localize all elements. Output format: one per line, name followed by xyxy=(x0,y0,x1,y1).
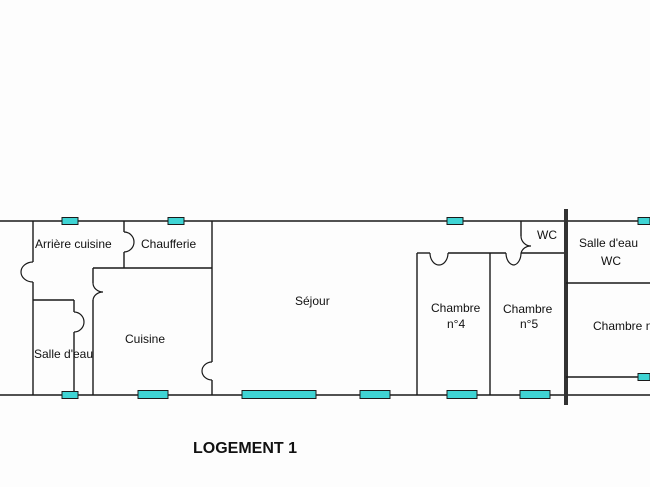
window-cuisine xyxy=(137,390,169,399)
label-chambre-5-line2: n°5 xyxy=(520,317,538,331)
plan-title: LOGEMENT 1 xyxy=(193,440,297,457)
room-labels: Arrière cuisine Chaufferie Séjour WC Sal… xyxy=(34,228,650,361)
label-cuisine: Cuisine xyxy=(125,332,165,346)
window-salle-eau xyxy=(61,391,79,399)
label-wc: WC xyxy=(537,228,557,242)
walls xyxy=(0,209,650,405)
window-chambre-5 xyxy=(519,390,551,399)
label-chambre-4-line2: n°4 xyxy=(447,317,465,331)
door-cuisine-upper xyxy=(92,282,104,301)
door-chambre-4 xyxy=(429,252,449,266)
door-sejour xyxy=(201,361,213,381)
door-chaufferie xyxy=(123,231,135,253)
label-chambre-4-line1: Chambre xyxy=(431,301,481,315)
label-salle-eau-left: Salle d'eau xyxy=(34,347,93,361)
window-chambre-4 xyxy=(446,390,478,399)
window-sejour-small xyxy=(359,390,391,399)
label-salle-eau-right-2: WC xyxy=(601,254,621,268)
doors xyxy=(20,231,532,381)
window-top-sejour xyxy=(446,217,464,225)
door-wc xyxy=(520,235,532,254)
window-chambre-right xyxy=(637,373,650,381)
windows xyxy=(61,217,650,399)
window-sejour-large xyxy=(241,390,317,399)
door-arriere-cuisine xyxy=(20,261,34,283)
label-chaufferie: Chaufferie xyxy=(141,237,196,251)
label-chambre-5-line1: Chambre xyxy=(503,302,553,316)
window-chaufferie xyxy=(167,217,185,225)
label-sejour: Séjour xyxy=(295,294,330,308)
door-salle-eau xyxy=(73,311,85,333)
label-salle-eau-right-1: Salle d'eau xyxy=(579,236,638,250)
door-chambre-5 xyxy=(505,252,522,266)
window-top-right xyxy=(637,217,650,225)
window-arriere-cuisine xyxy=(61,217,79,225)
label-arriere-cuisine: Arrière cuisine xyxy=(35,237,112,251)
label-chambre-right: Chambre n xyxy=(593,319,650,333)
